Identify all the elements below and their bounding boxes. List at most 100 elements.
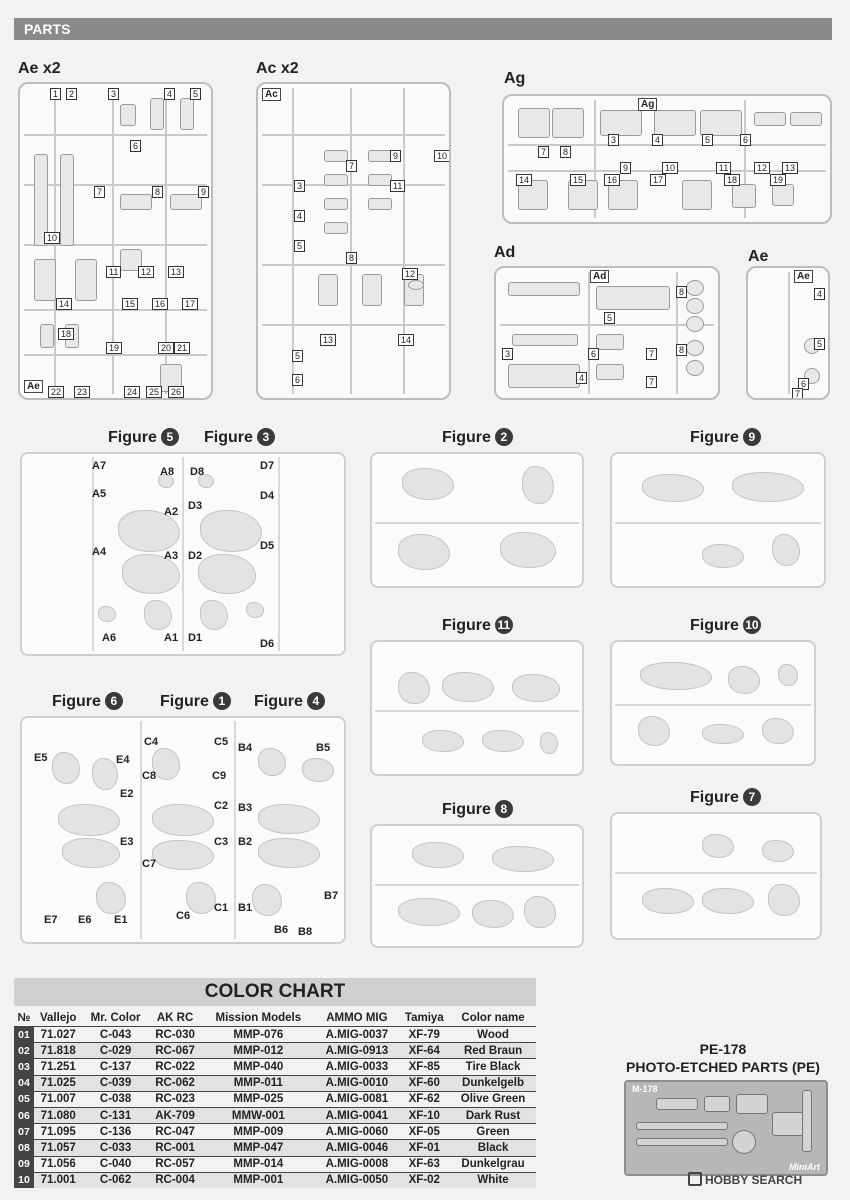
table-cell: Tire Black bbox=[450, 1058, 536, 1076]
label-c9: C9 bbox=[212, 770, 227, 782]
label-a6: A6 bbox=[102, 632, 117, 644]
sprue-ad-label: Ad bbox=[494, 244, 516, 261]
table-cell: MMP-025 bbox=[201, 1090, 316, 1108]
sprue-ae-right-corner: Ae bbox=[794, 270, 813, 283]
label-e4: E4 bbox=[116, 754, 130, 766]
table-cell: A.MIG-0913 bbox=[315, 1042, 399, 1059]
label-e5: E5 bbox=[34, 752, 48, 764]
table-cell: Olive Green bbox=[450, 1090, 536, 1108]
table-cell: XF-85 bbox=[398, 1058, 451, 1076]
table-cell: XF-63 bbox=[398, 1155, 451, 1173]
color-chart-header: № bbox=[17, 1012, 31, 1024]
table-cell: RC-001 bbox=[148, 1139, 202, 1156]
label-b3: B3 bbox=[238, 802, 253, 814]
pe-caption: PHOTO-ETCHED PARTS (PE) bbox=[626, 1059, 820, 1075]
table-cell: XF-01 bbox=[398, 1139, 451, 1156]
table-cell: RC-057 bbox=[148, 1155, 202, 1173]
table-cell: MMP-047 bbox=[201, 1139, 316, 1156]
table-cell: AK-709 bbox=[148, 1106, 202, 1124]
label-a2: A2 bbox=[164, 506, 179, 518]
color-chart-header: Mission Models bbox=[215, 1012, 302, 1024]
sprue-ae-right-label: Ae bbox=[748, 248, 769, 265]
label-c8: C8 bbox=[142, 770, 157, 782]
label-c4: C4 bbox=[144, 736, 159, 748]
table-cell: 71.057 bbox=[34, 1139, 83, 1156]
table-cell: MMP-011 bbox=[201, 1074, 316, 1092]
table-cell: C-136 bbox=[82, 1123, 149, 1140]
table-cell: RC-023 bbox=[148, 1090, 202, 1108]
color-chart-header: Tamiya bbox=[404, 1012, 444, 1024]
table-cell: White bbox=[450, 1171, 536, 1188]
table-cell: A.MIG-0050 bbox=[315, 1171, 399, 1188]
table-cell: XF-64 bbox=[398, 1042, 451, 1059]
table-cell: C-062 bbox=[82, 1171, 149, 1188]
table-cell: RC-047 bbox=[148, 1123, 202, 1140]
table-cell: A.MIG-0037 bbox=[315, 1025, 399, 1043]
color-chart-title: COLOR CHART bbox=[14, 978, 536, 1006]
sprue-ag-label: Ag bbox=[504, 70, 526, 87]
figure-7-sprue bbox=[610, 812, 822, 940]
table-cell: 71.251 bbox=[34, 1058, 83, 1076]
table-cell: 02 bbox=[14, 1042, 34, 1059]
watermark: HOBBY SEARCH bbox=[688, 1172, 802, 1187]
table-cell: MMP-040 bbox=[201, 1058, 316, 1076]
sprue-ag-corner: Ag bbox=[638, 98, 658, 111]
table-cell: C-043 bbox=[82, 1025, 149, 1043]
label-c2: C2 bbox=[214, 800, 229, 812]
table-cell: 71.056 bbox=[34, 1155, 83, 1173]
table-cell: 10 bbox=[14, 1171, 34, 1188]
label-c6: C6 bbox=[176, 910, 191, 922]
sprue-ae-left-label: Ae x2 bbox=[18, 60, 61, 77]
table-cell: XF-62 bbox=[398, 1090, 451, 1108]
table-cell: A.MIG-0033 bbox=[315, 1058, 399, 1076]
label-a1: A1 bbox=[164, 632, 179, 644]
table-cell: 71.001 bbox=[34, 1171, 83, 1188]
color-chart-header: Vallejo bbox=[40, 1012, 77, 1024]
table-cell: Wood bbox=[450, 1025, 536, 1043]
figure-11-sprue bbox=[370, 640, 584, 776]
table-cell: Dunkelgrau bbox=[450, 1155, 536, 1173]
table-cell: C-137 bbox=[82, 1058, 149, 1076]
color-chart-header: Color name bbox=[461, 1012, 525, 1024]
figure-2-sprue bbox=[370, 452, 584, 588]
label-c3: C3 bbox=[214, 836, 229, 848]
table-cell: XF-60 bbox=[398, 1074, 451, 1092]
table-cell: 04 bbox=[14, 1074, 34, 1092]
table-cell: A.MIG-0010 bbox=[315, 1074, 399, 1092]
table-cell: 71.007 bbox=[34, 1090, 83, 1108]
table-cell: RC-067 bbox=[148, 1042, 202, 1059]
figure-8-sprue bbox=[370, 824, 584, 948]
label-b7: B7 bbox=[324, 890, 339, 902]
pe-fret-code: M-178 bbox=[632, 1084, 658, 1094]
figure-5-3-sprue: A7 A8 A5 A2 A4 A3 A6 A1 D8 D7 D3 D4 D2 D… bbox=[20, 452, 346, 656]
label-d8: D8 bbox=[190, 466, 205, 478]
table-cell: C-039 bbox=[82, 1074, 149, 1092]
pe-fret: M-178 MiniArt bbox=[624, 1080, 828, 1176]
label-d6: D6 bbox=[260, 638, 275, 650]
label-b6: B6 bbox=[274, 924, 289, 936]
sprue-ac-label: Ac x2 bbox=[256, 60, 299, 77]
label-a4: A4 bbox=[92, 546, 107, 558]
label-c1: C1 bbox=[214, 902, 229, 914]
table-cell: MMW-001 bbox=[201, 1106, 316, 1124]
label-d3: D3 bbox=[188, 500, 203, 512]
table-cell: Green bbox=[450, 1123, 536, 1140]
table-cell: 08 bbox=[14, 1139, 34, 1156]
